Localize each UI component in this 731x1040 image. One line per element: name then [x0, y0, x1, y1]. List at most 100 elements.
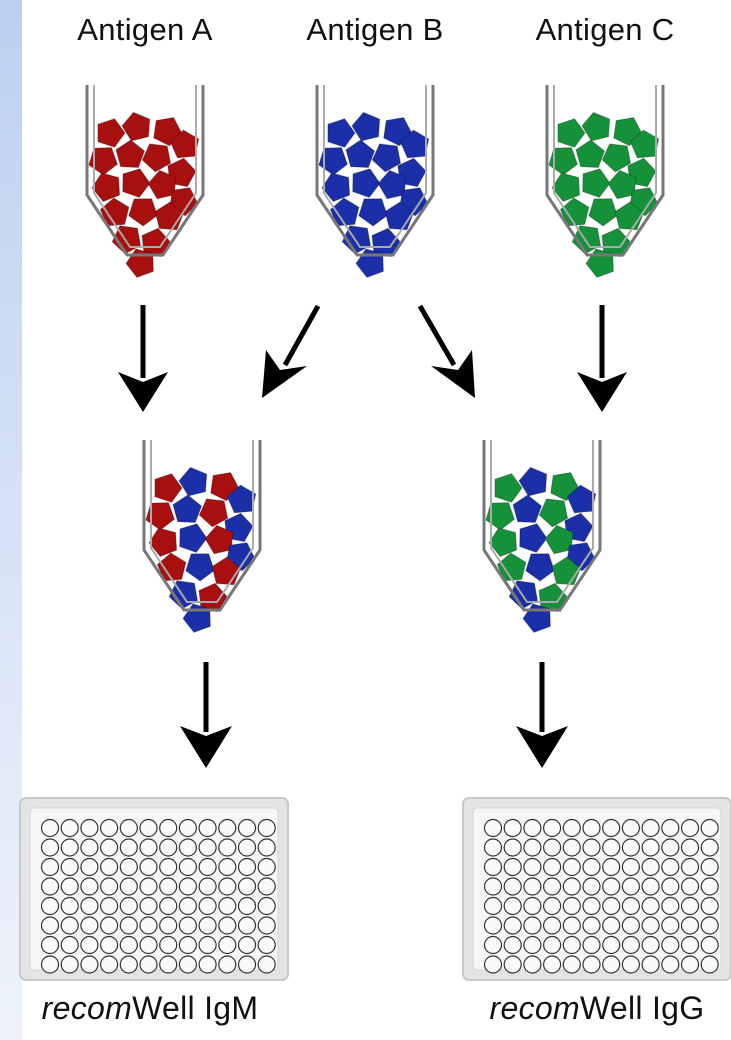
plate-well — [178, 857, 197, 877]
plate-well — [119, 916, 138, 935]
antigen-bead — [518, 466, 548, 497]
plate-well — [503, 916, 522, 935]
plate-well — [40, 818, 60, 838]
plate-well — [198, 935, 217, 955]
antigen-bead — [125, 248, 154, 278]
plate-well — [139, 818, 158, 838]
plate-well — [80, 818, 99, 838]
plate-well — [80, 896, 99, 916]
antigen-bead — [581, 111, 611, 142]
antigen-bead — [519, 523, 548, 553]
plate-well — [621, 955, 641, 974]
plate-well — [483, 857, 503, 877]
plate-well — [700, 896, 719, 916]
plate-well — [700, 838, 719, 857]
product-label-igm: recomWell IgM — [42, 990, 259, 1027]
plate-well — [542, 935, 562, 955]
plate-well — [562, 857, 581, 877]
plate-well — [60, 818, 79, 838]
plate-well — [523, 955, 542, 974]
plate-well — [60, 896, 79, 916]
product-prefix: recom — [41, 990, 133, 1026]
plate-well — [40, 955, 60, 974]
plate-well — [602, 916, 621, 935]
particles-mix-ab — [145, 466, 257, 633]
antigen-bead — [185, 553, 215, 582]
plate-well — [602, 877, 621, 896]
plate-well — [602, 857, 621, 877]
plate-well — [99, 896, 119, 916]
plate-well — [257, 838, 276, 857]
plate-well — [99, 857, 119, 877]
plate-well — [80, 877, 99, 896]
antigen-bead — [355, 248, 384, 278]
plate-well — [198, 916, 217, 935]
plate-well — [680, 955, 700, 974]
antigen-bead — [327, 118, 356, 148]
plate-well — [582, 857, 601, 877]
plate-well — [178, 896, 197, 916]
antigen-bead — [122, 168, 151, 198]
plate-well — [40, 935, 60, 955]
antigen-bead — [321, 172, 351, 203]
plate-well — [40, 916, 60, 935]
plate-well — [139, 896, 158, 916]
plate-well — [257, 955, 276, 974]
plate-well — [621, 916, 641, 935]
antigen-bead — [588, 198, 618, 227]
plate-well — [523, 818, 542, 838]
antigen-bead — [512, 494, 543, 524]
plate-well — [523, 916, 542, 935]
plate-well — [80, 857, 99, 877]
antigen-bead — [154, 473, 183, 503]
plate-well — [237, 857, 257, 877]
plate-well — [661, 877, 680, 896]
plate-well — [159, 838, 178, 857]
plate-well — [119, 857, 138, 877]
plate-well — [40, 857, 60, 877]
antigen-a-label: Antigen A — [77, 12, 213, 47]
plate-well — [198, 818, 217, 838]
antigen-bead — [575, 139, 606, 169]
particles-mix-bc — [485, 466, 597, 633]
plate-well — [602, 955, 621, 974]
plate-well — [237, 955, 257, 974]
plate-well — [700, 916, 719, 935]
plate-well — [80, 916, 99, 935]
product-prefix: recom — [489, 990, 580, 1026]
plate-well — [503, 935, 522, 955]
plate-well — [562, 955, 581, 974]
plate-well — [523, 896, 542, 916]
plate-well — [159, 857, 178, 877]
plate-well — [641, 916, 660, 935]
plate-well — [257, 877, 276, 896]
plate-well — [237, 896, 257, 916]
antigen-bead — [371, 143, 402, 173]
product-name: Well IgM — [132, 990, 259, 1026]
plate-well — [60, 877, 79, 896]
plate-well — [198, 877, 217, 896]
down-arrow-icon — [118, 305, 168, 412]
antigen-bead — [352, 168, 381, 198]
plate-well — [523, 877, 542, 896]
product-label-igg: recomWell IgG — [490, 990, 705, 1027]
plate-well — [641, 896, 660, 916]
microtiter-plate-igg — [462, 797, 731, 981]
antigen-bead — [91, 172, 121, 203]
plate-well — [198, 955, 217, 974]
plate-well — [503, 818, 522, 838]
antigen-bead — [525, 553, 555, 582]
plate-well — [218, 935, 237, 955]
plate-well — [661, 857, 680, 877]
plate-well — [159, 916, 178, 935]
antigen-bead — [494, 473, 523, 503]
plate-well — [542, 838, 562, 857]
plate-well — [621, 935, 641, 955]
plate-well — [680, 916, 700, 935]
plate-well — [198, 857, 217, 877]
antigen-bead — [522, 603, 551, 633]
antigen-bead — [351, 111, 381, 142]
antigen-bead — [99, 197, 130, 227]
plate-well — [641, 877, 660, 896]
plate-well — [218, 916, 237, 935]
